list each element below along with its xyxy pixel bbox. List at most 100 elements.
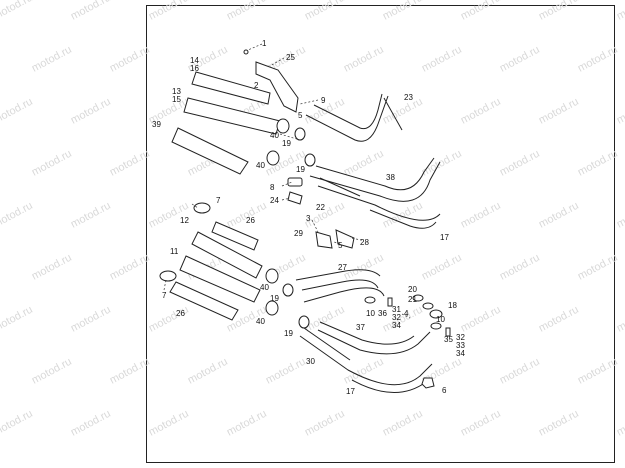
watermark-text: motod.ru	[342, 356, 386, 387]
watermark-text: motod.ru	[576, 356, 620, 387]
header-22	[309, 157, 441, 202]
callout-label: 40	[270, 131, 279, 140]
watermark-text: motod.ru	[342, 44, 386, 75]
watermark-text: motod.ru	[459, 408, 503, 439]
callout-label: 6	[442, 386, 447, 395]
bolt-1	[243, 49, 249, 55]
callout-label: 40	[260, 283, 269, 292]
callout-label: 38	[386, 173, 395, 182]
header-23	[305, 93, 389, 142]
watermark-text: motod.ru	[225, 408, 269, 439]
header-30	[299, 327, 433, 386]
watermark-text: motod.ru	[576, 148, 620, 179]
callout-label: 11	[170, 247, 179, 256]
header-27	[295, 269, 381, 291]
watermark-text: motod.ru	[381, 304, 425, 335]
muffler-upper-14	[191, 71, 271, 105]
clamp-7-upper	[193, 202, 211, 214]
watermark-text: motod.ru	[537, 96, 581, 127]
watermark-text: motod.ru	[108, 44, 152, 75]
callout-label: 10	[366, 309, 375, 318]
watermark-text: motod.ru	[69, 0, 113, 23]
callout-label: 23	[404, 93, 413, 102]
callout-label: 5	[338, 241, 343, 250]
watermark-text: motod.ru	[615, 408, 625, 439]
callout-label: 35	[444, 335, 453, 344]
watermark-text: motod.ru	[303, 304, 347, 335]
header-17b	[351, 379, 427, 393]
watermark-text: motod.ru	[576, 44, 620, 75]
clamp-40d	[265, 300, 279, 316]
watermark-text: motod.ru	[615, 96, 625, 127]
watermark-text: motod.ru	[498, 252, 542, 283]
muffler-26-lower	[169, 281, 239, 321]
watermark-text: motod.ru	[498, 356, 542, 387]
watermark-text: motod.ru	[0, 408, 35, 439]
watermark-text: motod.ru	[30, 356, 74, 387]
callout-label: 32	[456, 333, 465, 342]
callout-label: 1	[262, 39, 267, 48]
watermark-text: motod.ru	[186, 356, 230, 387]
watermark-text: motod.ru	[342, 252, 386, 283]
header-17	[369, 209, 437, 229]
muffler-upper-39	[171, 127, 249, 175]
callout-label: 39	[152, 120, 161, 129]
clamp-19c	[282, 283, 294, 297]
watermark-text: motod.ru	[381, 0, 425, 23]
sensor-24	[287, 191, 303, 205]
muffler-upper-13	[183, 97, 281, 135]
header-23-tip	[383, 97, 403, 131]
callout-label: 30	[306, 357, 315, 366]
callout-label: 17	[440, 233, 449, 242]
watermark-text: motod.ru	[0, 304, 35, 335]
callout-label: 16	[190, 64, 199, 73]
nut-6	[421, 377, 435, 389]
watermark-text: motod.ru	[381, 408, 425, 439]
watermark-text: motod.ru	[147, 408, 191, 439]
watermark-text: motod.ru	[69, 96, 113, 127]
clamp-40a	[276, 118, 290, 134]
header-37	[317, 321, 431, 355]
watermark-text: motod.ru	[459, 200, 503, 231]
callout-label: 17	[346, 387, 355, 396]
clamp-7-lower	[159, 270, 177, 282]
callout-label: 28	[360, 238, 369, 247]
watermark-text: motod.ru	[459, 304, 503, 335]
watermark-text: motod.ru	[537, 0, 581, 23]
callout-label: 13	[172, 87, 181, 96]
parts-layer	[159, 49, 451, 393]
clamp-19a	[294, 127, 306, 141]
watermark-text: motod.ru	[0, 96, 35, 127]
watermark-text: motod.ru	[69, 304, 113, 335]
watermark-text: motod.ru	[69, 200, 113, 231]
watermark-text: motod.ru	[30, 44, 74, 75]
muffler-26-upper	[211, 221, 259, 251]
callout-label: 24	[270, 196, 279, 205]
bracket-25	[255, 61, 299, 113]
callout-label: 34	[392, 321, 401, 330]
callout-label: 21	[408, 295, 417, 304]
clamp-19d	[298, 315, 310, 329]
watermark-text: motod.ru	[30, 148, 74, 179]
header-38	[317, 177, 441, 221]
gasket-18	[429, 309, 443, 319]
bracket-28	[335, 229, 355, 249]
stud-35	[445, 327, 451, 337]
leader-lines	[163, 43, 411, 319]
clamp-19b	[304, 153, 316, 167]
watermark-text: motod.ru	[615, 304, 625, 335]
callout-label: 32	[392, 313, 401, 322]
watermark-text: motod.ru	[381, 96, 425, 127]
watermark-text: motod.ru	[420, 252, 464, 283]
watermark-text: motod.ru	[147, 0, 191, 23]
callout-label: 33	[456, 341, 465, 350]
callout-label: 19	[270, 294, 279, 303]
watermark-text: motod.ru	[615, 200, 625, 231]
callout-label: 20	[408, 285, 417, 294]
muffler-12	[191, 231, 263, 279]
callout-label: 25	[286, 53, 295, 62]
watermark-layer: motod.ru motod.ru motod.ru motod.ru motod.ru…	[0, 0, 625, 439]
callout-label: 40	[256, 317, 265, 326]
watermark-text: motod.ru	[264, 356, 308, 387]
watermark-text: motod.ru	[537, 200, 581, 231]
